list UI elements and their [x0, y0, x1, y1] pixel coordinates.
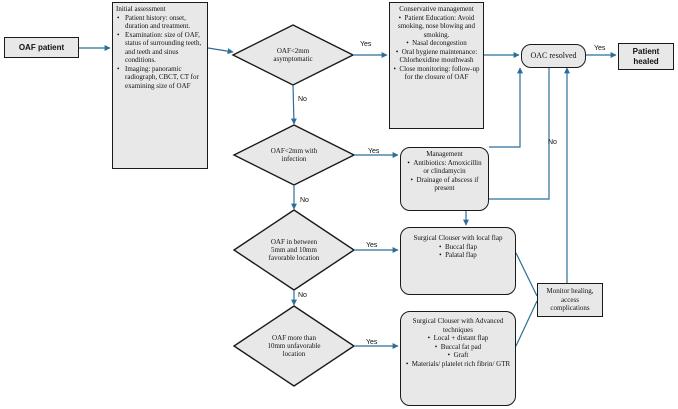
oac-resolved-label: OAC resolved — [530, 51, 577, 61]
list-item: Buccal fat pad — [404, 343, 512, 352]
edge-surgical-adv-to-monitor — [515, 300, 538, 347]
edge-label-no-oac: No — [548, 139, 557, 146]
list-item: Palatal flap — [404, 251, 512, 260]
surgical-local-flap-list: Buccal flap Palatal flap — [404, 243, 512, 260]
conservative-management-box: Conservative management Patient Educatio… — [389, 2, 484, 129]
management-list: Antibiotics: Amoxicillin or clindamycin … — [404, 159, 485, 193]
list-item: Drainage of abscess if present — [404, 176, 485, 193]
edge-label-no-d2: No — [300, 197, 309, 204]
oac-resolved-node: OAC resolved — [521, 44, 586, 68]
end-node-label: Patient healed — [632, 47, 660, 66]
list-item: Examination: size of OAF, status of surr… — [116, 31, 204, 65]
decision-label-4: OAF more than 10mm unfavorable location — [267, 333, 321, 359]
decision-label-1: OAF<2mm asymptomatic — [273, 46, 313, 63]
list-item: Close monitoring: follow-up for the clos… — [393, 65, 480, 82]
start-node-oaf-patient: OAF patient — [4, 37, 79, 58]
list-item: Patient Education: Avoid smoking, nose b… — [393, 14, 480, 40]
list-item: Oral hygiene maintenance: Chlorhexidine … — [393, 48, 480, 65]
surgical-advanced-list: Local + distant flap Buccal fat pad Graf… — [404, 334, 512, 368]
edge-label-yes-d2: Yes — [368, 148, 380, 155]
list-item: Materials/ platelet rich fibrin/ GTR — [404, 360, 512, 369]
initial-assessment-list: Patient history: onset, duration and tre… — [116, 14, 204, 91]
initial-assessment-box: Initial assessment Patient history: onse… — [112, 2, 208, 169]
list-item: Buccal flap — [404, 243, 512, 252]
list-item: Patient history: onset, duration and tre… — [116, 14, 204, 31]
edge-surgical-local-to-monitor — [515, 252, 538, 297]
edge-label-yes-d1: Yes — [360, 41, 372, 48]
surgical-advanced-box: Surgical Clouser with Advanced technique… — [400, 311, 516, 406]
edge-label-yes-d4: Yes — [366, 339, 378, 346]
list-item: Local + distant flap — [404, 334, 512, 343]
edge-initial-to-d1 — [207, 47, 234, 55]
conservative-management-heading: Conservative management — [399, 5, 474, 13]
list-item: Imaging: panoramic radiograph, CBCT, CT … — [116, 65, 204, 91]
management-box: Management Antibiotics: Amoxicillin or c… — [400, 147, 489, 211]
edge-d1-to-d2 — [290, 84, 297, 125]
decision-label-2: OAF<2mm with infection — [270, 146, 318, 163]
edge-label-yes-d3: Yes — [366, 242, 378, 249]
edge-label-no-d3: No — [298, 292, 307, 299]
edge-management-to-oac — [489, 67, 523, 148]
surgical-advanced-heading: Surgical Clouser with Advanced technique… — [412, 317, 504, 334]
surgical-local-flap-box: Surgical Clouser with local flap Buccal … — [400, 227, 516, 295]
initial-assessment-heading: Initial assessment — [116, 5, 166, 13]
list-item: Graft — [404, 351, 512, 360]
conservative-management-list: Patient Education: Avoid smoking, nose b… — [393, 14, 480, 82]
monitor-healing-box: Monitor healing, access complications — [537, 283, 603, 317]
end-node-patient-healed: Patient healed — [618, 43, 674, 70]
edge-to-surgical-local — [463, 68, 550, 226]
surgical-local-flap-heading: Surgical Clouser with local flap — [413, 234, 503, 242]
list-item: Antibiotics: Amoxicillin or clindamycin — [404, 159, 485, 176]
edge-label-yes-oac: Yes — [594, 45, 606, 52]
management-heading: Management — [426, 150, 463, 158]
edge-label-no-d1: No — [298, 96, 307, 103]
decision-shape-4 — [232, 305, 356, 387]
start-node-label: OAF patient — [18, 42, 65, 52]
monitor-healing-label: Monitor healing, access complications — [546, 287, 594, 313]
list-item: Nasal decongestion — [393, 39, 480, 48]
decision-label-3: OAF in between 5mm and 10mm favorable lo… — [268, 237, 320, 263]
